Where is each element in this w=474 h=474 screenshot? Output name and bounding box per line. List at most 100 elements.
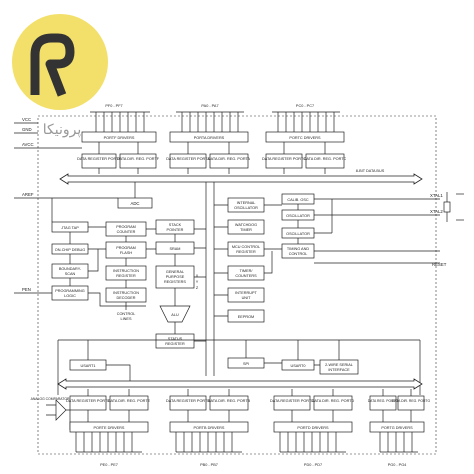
avcc-label: AVCC [22, 142, 34, 147]
timers-label-1: TIMER/ [240, 269, 254, 273]
port-a-drivers-label: PORTA DRIVERS [194, 136, 225, 140]
port-d-pins: PD0 - PD7 [304, 463, 322, 467]
mcu-label-1: MCU CONTROL [232, 245, 260, 249]
comparator-icon [55, 399, 67, 421]
jtag-label: JTAG TAP [61, 226, 79, 230]
port-a-pins: PA0 - PA7 [201, 104, 218, 108]
boundary-label-1: BOUNDARY- [59, 267, 82, 271]
wdt-label-1: WATCHDOG [235, 223, 257, 227]
reset-label: RESET [432, 262, 447, 267]
port-e-group: DATA REGISTER PORTE DATA DIR. REG. PORTE… [66, 395, 151, 467]
gpr-label-1: GENERAL [166, 270, 184, 274]
id-label-1: INSTRUCTION [113, 291, 139, 295]
port-g-drivers-label: PORTG DRIVERS [381, 426, 413, 430]
crystal-icon [443, 201, 451, 213]
adc-label: ADC [130, 201, 139, 206]
port-f-pins: PF0 - PF7 [105, 104, 122, 108]
alu-label: ALU [171, 313, 179, 317]
port-c-drivers [265, 131, 345, 143]
xtal2-label: XTAL2 [430, 209, 443, 214]
x-label: X [196, 274, 199, 278]
ir-label-2: REGISTER [116, 274, 136, 278]
ctrl-label-1: CONTROL [117, 312, 136, 316]
right-pins: XTAL1 XTAL2 RESET [314, 192, 464, 267]
alu-block [159, 305, 191, 323]
port-f-group: PF0 - PF7 PORTF DRIVERS DATA REGISTER PO… [77, 104, 160, 169]
pc-label-2: COUNTER [117, 230, 136, 234]
port-a-group: PA0 - PA7 PORTA DRIVERS DATA REGISTER PO… [166, 104, 251, 169]
port-f-reg-label: DATA REGISTER PORTF [77, 157, 121, 161]
xtal1-label: XTAL1 [430, 193, 443, 198]
port-c-drivers-label: PORTC DRIVERS [289, 136, 321, 140]
timing-label-1: TIMING AND [287, 247, 309, 251]
port-e-pins: PE0 - PE7 [100, 463, 118, 467]
analog-comparator: ANALOG COMPARATOR [31, 397, 71, 430]
port-d-drivers-label: PORTD DRIVERS [297, 426, 329, 430]
int-osc-label-2: OSCILLATOR [234, 206, 258, 210]
port-f-dir-label: DATA DIR. REG. PORTF [117, 157, 160, 161]
boundary-label-2: SCAN [65, 272, 76, 276]
port-e-dir-label: DATA DIR. REG. PORTE [108, 399, 151, 403]
sram-label: SRAM [170, 247, 181, 251]
port-f-drivers-label: PORTF DRIVERS [104, 136, 135, 140]
wdt-label-2: TIMER [240, 228, 252, 232]
supply-pins: VCC GND AVCC AREF PEN [14, 117, 118, 294]
port-c-dir-label: DATA DIR. REG. PORTC [304, 157, 347, 161]
port-g-group: DATA REG. PORTG DATA DIR. REG. PORTG POR… [368, 395, 430, 467]
lower-data-bus [57, 378, 423, 390]
gpr-label-2: PURPOSE [166, 275, 185, 279]
logo-mark-1 [30, 33, 75, 97]
id-label-2: DECODER [117, 296, 136, 300]
port-e-drivers-label: PORTE DRIVERS [94, 426, 125, 430]
top-pin-lines [90, 111, 340, 174]
analog-comp-label: ANALOG COMPARATOR [31, 397, 70, 401]
port-b-drivers-label: PORTB DRIVERS [194, 426, 225, 430]
int-label-1: INTERRUPT [235, 291, 257, 295]
sp-label-2: POINTER [167, 228, 184, 232]
prog-logic-label-2: LOGIC [64, 294, 76, 298]
y-label: Y [196, 280, 199, 284]
status-label-1: STATUS [168, 337, 183, 341]
sp-label-1: STACK [169, 223, 182, 227]
debug-label: ON-CHIP DEBUG [55, 248, 86, 252]
port-b-group: DATA REGISTER PORTB DATA DIR. REG. PORTB… [166, 395, 251, 467]
port-d-dir-label: DATA DIR. REG. PORTD [312, 399, 355, 403]
port-c-reg-label: DATA REGISTER PORTC [262, 157, 306, 161]
ctrl-label-2: LINES [121, 317, 132, 321]
gnd-label: GND [22, 127, 32, 132]
flash-label-1: PROGRAM [116, 246, 136, 250]
logo [12, 14, 108, 110]
vcc-label: VCC [22, 117, 31, 122]
port-d-group: DATA REGISTER PORTD DATA DIR. REG. PORTD… [270, 395, 355, 467]
status-label-2: REGISTER [165, 342, 185, 346]
port-a-drivers [169, 131, 249, 143]
int-label-2: UNIT [242, 296, 252, 300]
usart1-label: USART1 [81, 364, 96, 368]
port-g-reg-label: DATA REG. PORTG [368, 399, 399, 403]
prog-logic-label-1: PROGRAMMING [55, 289, 85, 293]
mcu-label-2: REGISTER [236, 250, 256, 254]
z-label: Z [196, 286, 199, 290]
port-b-pins: PB0 - PB7 [200, 463, 218, 467]
osc2-label: OSCILLATOR [286, 232, 310, 236]
port-e-drivers [69, 421, 149, 433]
flash-label-2: FLASH [120, 251, 132, 255]
pen-label: PEN [22, 287, 31, 292]
timers-label-2: COUNTERS [235, 274, 257, 278]
eeprom-label: EEPROM [238, 315, 254, 319]
twi-label-1: 2-WIRE SERIAL [325, 363, 353, 367]
timing-label-2: CONTROL [289, 252, 308, 256]
port-d-reg-label: DATA REGISTER PORTD [270, 399, 314, 403]
bottom-pin-lines [75, 389, 418, 453]
port-c-pins: PC0 - PC7 [296, 104, 314, 108]
port-e-reg-label: DATA REGISTER PORTE [66, 399, 110, 403]
aref-label: AREF [22, 192, 34, 197]
port-g-pins: PG0 - PG4 [388, 463, 407, 467]
bus-label: 8-BIT DATA BUS [356, 169, 385, 173]
port-b-drivers [169, 421, 249, 433]
upper-data-bus: 8-BIT DATA BUS [59, 169, 423, 185]
port-b-dir-label: DATA DIR. REG. PORTB [208, 399, 251, 403]
port-a-reg-label: DATA REGISTER PORTA [166, 157, 210, 161]
usart0-label: USART0 [291, 364, 306, 368]
